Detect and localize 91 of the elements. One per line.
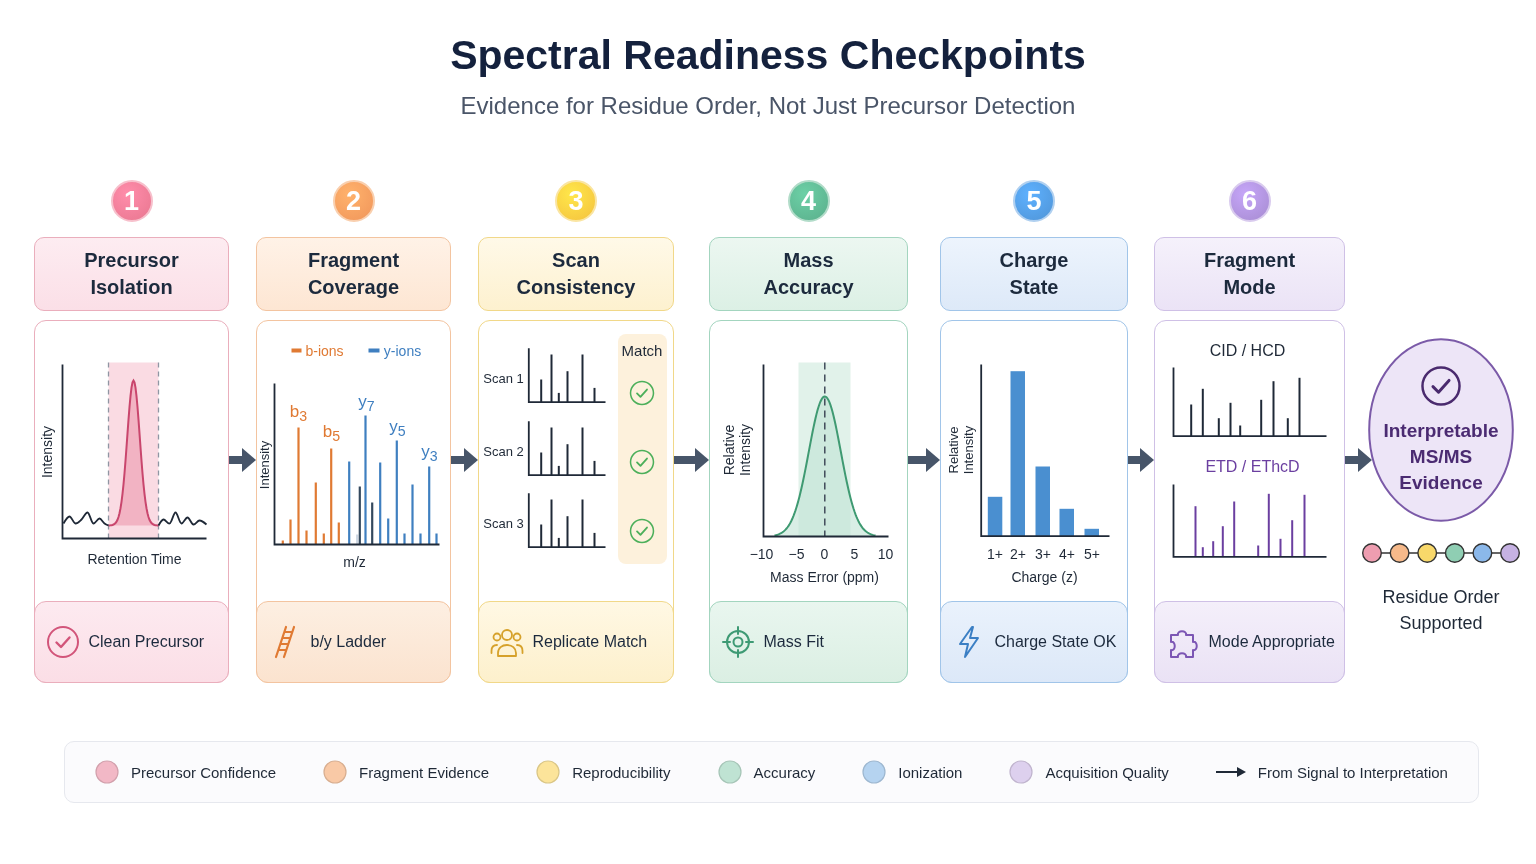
legend-label: Acquisition Quality <box>1045 763 1169 781</box>
status-label: b/y Ladder <box>310 632 387 651</box>
peak-label: y$_{3}$ <box>421 441 438 464</box>
step-number: 5 <box>1026 187 1042 215</box>
scan-label: Scan 3 <box>483 516 524 531</box>
status-label: Mass Fit <box>763 632 824 651</box>
peak-label: b$_{3}$ <box>289 401 308 424</box>
step-marker <box>555 180 597 222</box>
status-card <box>939 600 1128 683</box>
arrow <box>229 448 256 472</box>
status-label: Clean Precursor <box>88 632 205 651</box>
tick-label: 1+ <box>987 545 1003 562</box>
legend-label: Fragment Evidence <box>359 763 490 781</box>
step-number: 4 <box>801 187 816 215</box>
chart-panel <box>34 320 229 683</box>
chart-panel <box>709 320 908 683</box>
peak-label: y$_{7}$ <box>358 391 375 414</box>
axis-title: Retention Time <box>87 550 182 567</box>
axis-title: Relative Intensity <box>946 424 977 476</box>
axis-title: Relative Intensity <box>720 422 753 478</box>
tick-label: 0 <box>820 545 829 562</box>
series-label: y-ions <box>383 342 422 359</box>
peak-label: y$_{5}$ <box>389 416 406 439</box>
status-label: Replicate Match <box>532 632 648 651</box>
arrow <box>1128 448 1154 472</box>
legend-label: Ionization <box>898 763 963 781</box>
legend-label: From Signal to Interpretation <box>1257 763 1448 781</box>
arrow <box>674 448 709 472</box>
outcome-caption: Residue Order Supported <box>1381 586 1501 635</box>
tick-label: 10 <box>877 545 894 562</box>
step-marker <box>110 180 153 222</box>
scan-label: Scan 2 <box>483 444 524 459</box>
spectrum-title: CID / HCD <box>1209 341 1286 360</box>
checkpoint-header <box>478 237 674 311</box>
step-marker <box>1228 180 1271 222</box>
scan-label: Scan 1 <box>483 371 524 386</box>
checkpoint-header <box>709 237 908 311</box>
header-title: Scan Consistency <box>515 248 637 300</box>
tick-label: 4+ <box>1059 545 1075 562</box>
axis-title: Intensity <box>257 440 272 489</box>
status-card <box>33 600 229 683</box>
header-title: Mass Accuracy <box>762 248 855 300</box>
header-title: Fragment Coverage <box>306 248 401 300</box>
legend-label: Accuracy <box>753 763 816 781</box>
step-marker <box>332 180 375 222</box>
arrow <box>1345 448 1372 472</box>
status-card <box>477 600 674 683</box>
checkpoint-header <box>34 237 229 311</box>
spectrum-title: ETD / EThcD <box>1205 457 1300 476</box>
step-number: 1 <box>124 187 139 215</box>
step-marker <box>1013 180 1055 222</box>
subtitle: Evidence for Residue Order, Not Just Precursor Detection <box>460 91 1076 121</box>
tick-label: 5 <box>850 545 859 562</box>
checkpoint-header <box>1154 237 1345 311</box>
status-card <box>255 600 451 683</box>
series-label: b-ions <box>305 342 344 359</box>
status-card <box>1153 600 1345 683</box>
status-label: Charge State OK <box>994 632 1117 651</box>
tick-label: −5 <box>788 545 805 562</box>
match-column <box>617 333 667 564</box>
column-heading: Match <box>620 341 664 360</box>
axis-title: Mass Error (ppm) <box>770 568 879 585</box>
header-title: Charge State <box>998 248 1070 300</box>
outcome-title: Interpretable MS/MS Evidence <box>1382 419 1500 495</box>
chart-panel <box>478 320 674 683</box>
status-card <box>708 600 908 683</box>
checkpoint-header <box>256 237 451 311</box>
step-number: 2 <box>346 187 361 215</box>
legend-label: Reproducibility <box>572 763 671 781</box>
tick-label: 5+ <box>1084 545 1100 562</box>
axis-title: m/z <box>343 553 366 570</box>
axis-title: Charge (z) <box>1011 568 1078 585</box>
tick-label: 2+ <box>1009 545 1026 562</box>
chart-panel <box>1154 320 1345 683</box>
axis-title: Intensity <box>38 425 55 478</box>
checkpoint-header <box>940 237 1128 311</box>
legend-label: Precursor Confidence <box>131 763 277 781</box>
status-label: Mode Appropriate <box>1208 632 1335 651</box>
tick-label: −10 <box>749 545 774 562</box>
arrow <box>908 448 940 472</box>
chart-panel <box>256 320 451 683</box>
arrow <box>451 448 478 472</box>
step-marker <box>787 180 830 222</box>
header-title: Precursor Isolation <box>83 248 180 300</box>
step-number: 3 <box>568 187 584 215</box>
header-title: Fragment Mode <box>1202 248 1297 300</box>
step-number: 6 <box>1242 187 1257 215</box>
tick-label: 3+ <box>1034 545 1051 562</box>
peak-label: b$_{5}$ <box>322 421 341 444</box>
title: Spectral Readiness Checkpoints <box>449 31 1087 80</box>
outcome-ellipse <box>1368 338 1514 522</box>
